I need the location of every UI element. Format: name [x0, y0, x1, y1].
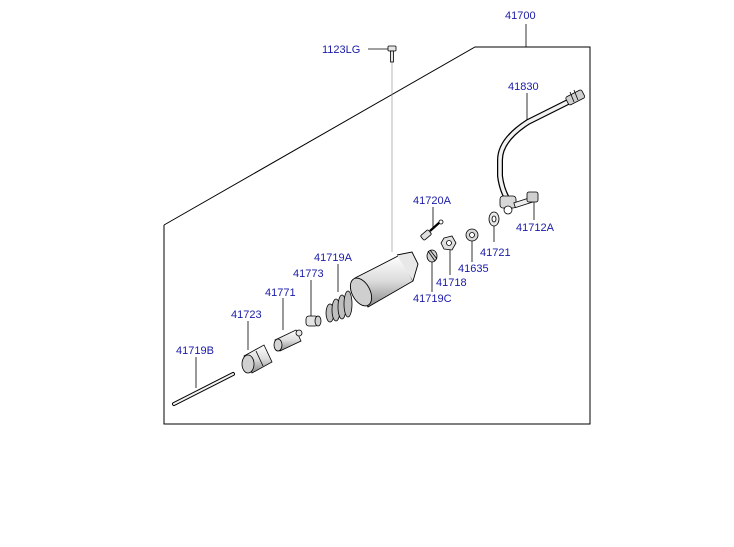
label-41719c[interactable]: 41719C — [413, 293, 452, 305]
end-cap-41723 — [241, 344, 273, 374]
label-1123lg[interactable]: 1123LG — [322, 44, 361, 56]
spring-41719c — [426, 249, 438, 263]
fitting-41718 — [440, 235, 457, 251]
cylinder-body-41719a — [349, 251, 419, 308]
label-41635[interactable]: 41635 — [458, 263, 489, 275]
label-41830[interactable]: 41830 — [508, 81, 539, 93]
label-41773[interactable]: 41773 — [293, 268, 324, 280]
label-41718[interactable]: 41718 — [436, 277, 467, 289]
label-41700[interactable]: 41700 — [505, 10, 536, 22]
push-rod-41719b — [172, 372, 235, 406]
nut-41635 — [465, 228, 479, 242]
bleeder-41720a — [420, 219, 444, 241]
pipe-fitting-bottom — [499, 195, 517, 215]
label-41712a[interactable]: 41712A — [516, 222, 554, 234]
washer-41721 — [488, 211, 500, 227]
label-41723[interactable]: 41723 — [231, 309, 262, 321]
assembly-frame — [163, 46, 591, 425]
boot — [325, 290, 353, 323]
piston-rod-41771 — [273, 329, 303, 352]
pipe-fitting-top — [565, 89, 585, 106]
bolt-1123lg — [387, 45, 397, 63]
label-41721[interactable]: 41721 — [480, 247, 511, 259]
leader-lines — [195, 24, 535, 388]
label-41771[interactable]: 41771 — [265, 287, 296, 299]
label-41720a[interactable]: 41720A — [413, 195, 451, 207]
bushing-41773 — [305, 315, 322, 327]
label-41719b[interactable]: 41719B — [176, 345, 214, 357]
banjo-bolt-41712a — [513, 191, 539, 209]
pipe-41830 — [497, 95, 579, 206]
label-41719a[interactable]: 41719A — [314, 252, 352, 264]
